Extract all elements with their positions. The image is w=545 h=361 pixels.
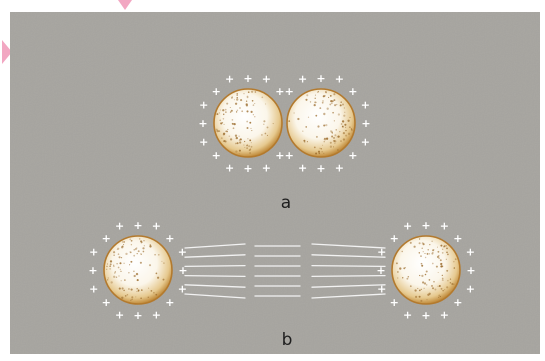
plus-charge-icon: + xyxy=(316,72,325,85)
plus-charge-icon: + xyxy=(361,135,370,148)
plus-charge-icon: + xyxy=(335,73,344,86)
sphere-body xyxy=(392,236,460,304)
plus-charge-icon: + xyxy=(390,296,399,309)
plus-charge-icon: + xyxy=(165,232,174,245)
sphere-a-right xyxy=(287,89,355,157)
sphere-a-left xyxy=(214,89,282,157)
plus-charge-icon: + xyxy=(152,308,161,321)
field-line xyxy=(312,266,385,267)
plus-charge-icon: + xyxy=(133,309,142,322)
plus-charge-icon: + xyxy=(390,232,399,245)
plus-charge-icon: + xyxy=(262,161,271,174)
plus-charge-icon: + xyxy=(361,117,370,130)
plus-charge-icon: + xyxy=(376,264,385,277)
plus-charge-icon: + xyxy=(212,85,221,98)
plus-charge-icon: + xyxy=(316,162,325,175)
corner-mark-top xyxy=(118,0,132,10)
plus-charge-icon: + xyxy=(421,219,430,232)
panel-label-a: a xyxy=(281,193,291,213)
field-line xyxy=(185,276,245,277)
field-line xyxy=(185,266,245,267)
plus-charge-icon: + xyxy=(152,220,161,233)
plus-charge-icon: + xyxy=(466,246,475,259)
plus-charge-icon: + xyxy=(212,149,221,162)
plus-charge-icon: + xyxy=(361,99,370,112)
plus-charge-icon: + xyxy=(115,220,124,233)
plus-charge-icon: + xyxy=(466,264,475,277)
plus-charge-icon: + xyxy=(199,99,208,112)
plus-charge-icon: + xyxy=(243,72,252,85)
plus-charge-icon: + xyxy=(421,309,430,322)
plus-charge-icon: + xyxy=(453,296,462,309)
plus-charge-icon: + xyxy=(225,161,234,174)
plus-charge-icon: + xyxy=(199,135,208,148)
plus-charge-icon: + xyxy=(298,161,307,174)
sphere-body xyxy=(214,89,282,157)
plus-charge-icon: + xyxy=(178,264,187,277)
plus-charge-icon: + xyxy=(335,161,344,174)
panel-label-b: b xyxy=(282,330,293,350)
plus-charge-icon: + xyxy=(275,85,284,98)
plus-charge-icon: + xyxy=(440,220,449,233)
plus-charge-icon: + xyxy=(89,246,98,259)
plus-charge-icon: + xyxy=(377,246,386,259)
plus-charge-icon: + xyxy=(102,232,111,245)
plus-charge-icon: + xyxy=(102,296,111,309)
plus-charge-icon: + xyxy=(377,282,386,295)
plus-charge-icon: + xyxy=(178,246,187,259)
plus-charge-icon: + xyxy=(403,308,412,321)
plus-charge-icon: + xyxy=(225,73,234,86)
plus-charge-icon: + xyxy=(262,73,271,86)
plus-charge-icon: + xyxy=(88,264,97,277)
plus-charge-icon: + xyxy=(165,296,174,309)
sphere-body xyxy=(287,89,355,157)
plus-charge-icon: + xyxy=(115,308,124,321)
plus-charge-icon: + xyxy=(243,162,252,175)
plus-charge-icon: + xyxy=(285,85,294,98)
plus-charge-icon: + xyxy=(178,282,187,295)
plus-charge-icon: + xyxy=(275,149,284,162)
sphere-b-right xyxy=(392,236,460,304)
plus-charge-icon: + xyxy=(348,149,357,162)
plus-charge-icon: + xyxy=(403,220,412,233)
plus-charge-icon: + xyxy=(133,219,142,232)
field-line xyxy=(312,276,385,277)
plus-charge-icon: + xyxy=(440,308,449,321)
plus-charge-icon: + xyxy=(198,117,207,130)
plus-charge-icon: + xyxy=(298,73,307,86)
plus-charge-icon: + xyxy=(89,282,98,295)
sphere-body xyxy=(104,236,172,304)
plus-charge-icon: + xyxy=(466,282,475,295)
plus-charge-icon: + xyxy=(453,232,462,245)
plus-charge-icon: + xyxy=(285,149,294,162)
plus-charge-icon: + xyxy=(348,85,357,98)
sphere-b-left xyxy=(104,236,172,304)
